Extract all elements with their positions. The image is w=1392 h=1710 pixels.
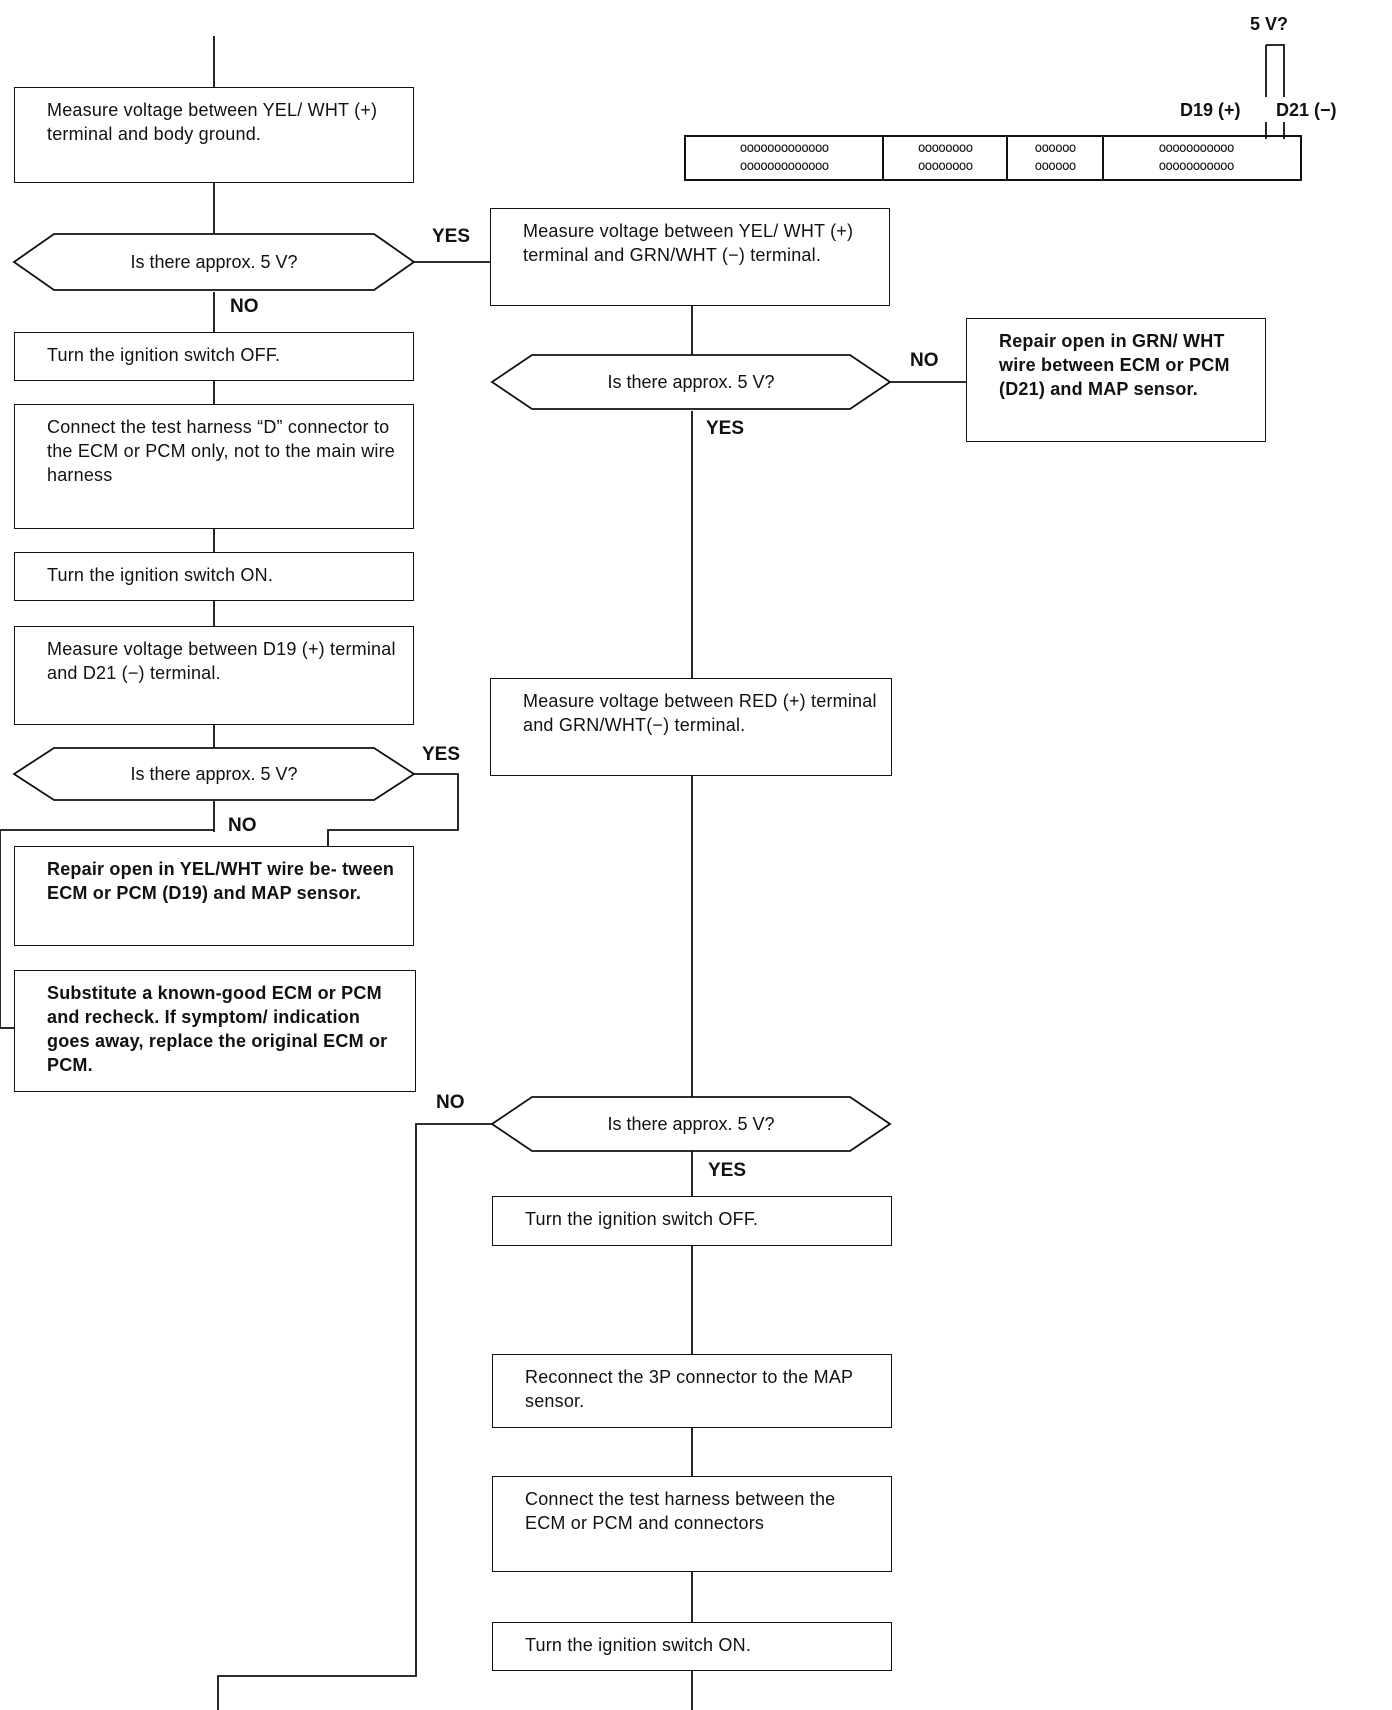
connector-pin-row: ooooooooooo — [1158, 159, 1234, 175]
no-label-decision-1: NO — [230, 296, 259, 317]
decision-1-text: Is there approx. 5 V? — [130, 252, 298, 272]
connector-segment-2: oooooooo oooooooo — [884, 137, 1008, 179]
connector-d21-label: D21 (−) — [1276, 100, 1337, 120]
measure-yel-wht-grn-wht-box: Measure voltage between YEL/ WHT (+) ter… — [490, 208, 890, 306]
no-label-decision-right-2: NO — [436, 1092, 465, 1113]
connector-pin-row: oooooo — [1034, 159, 1077, 175]
connector-pin-row: oooooo — [1034, 140, 1077, 156]
no-label-decision-2: NO — [228, 815, 257, 836]
connector-pin-row: ooooooooooooo — [739, 140, 830, 156]
repair-yel-wht-box: Repair open in YEL/WHT wire be- tween EC… — [14, 846, 414, 946]
reconnect-3p-box: Reconnect the 3P connector to the MAP se… — [492, 1354, 892, 1428]
connect-test-harness-between-box: Connect the test harness between the ECM… — [492, 1476, 892, 1572]
decision-shape-2 — [12, 747, 416, 801]
connector-segment-3: oooooo oooooo — [1008, 137, 1104, 179]
decision-shape-right-2 — [490, 1096, 892, 1152]
connect-test-harness-d-box: Connect the test harness “D” connector t… — [14, 404, 414, 529]
connector-pin-row: oooooooo — [917, 140, 974, 156]
substitute-ecm-box: Substitute a known-good ECM or PCM and r… — [14, 970, 416, 1092]
ign-on-box-1: Turn the ignition switch ON. — [14, 552, 414, 601]
connector-voltage-label: 5 V? — [1250, 14, 1289, 34]
connector-pin-row: oooooooo — [917, 159, 974, 175]
connector-pin-row: ooooooooooooo — [739, 159, 830, 175]
yes-label-decision-right-2: YES — [708, 1160, 747, 1181]
ign-on-box-2: Turn the ignition switch ON. — [492, 1622, 892, 1671]
connector-segment-1: ooooooooooooo ooooooooooooo — [686, 137, 884, 179]
measure-yel-wht-body-box: Measure voltage between YEL/ WHT (+) ter… — [14, 87, 414, 183]
decision-shape-right-1 — [490, 354, 892, 410]
ign-off-box-1: Turn the ignition switch OFF. — [14, 332, 414, 381]
measure-d19-d21-box: Measure voltage between D19 (+) terminal… — [14, 626, 414, 725]
yes-label-decision-1: YES — [432, 226, 471, 247]
connector-pin-row: ooooooooooo — [1158, 140, 1234, 156]
decision-shape-1 — [12, 233, 416, 291]
ign-off-box-2: Turn the ignition switch OFF. — [492, 1196, 892, 1246]
ecm-connector-diagram: ooooooooooooo ooooooooooooo oooooooo ooo… — [684, 135, 1302, 181]
yes-label-decision-2: YES — [422, 744, 461, 765]
connector-d19-label: D19 (+) — [1180, 100, 1241, 120]
no-label-decision-right-1: NO — [910, 350, 939, 371]
decision-right-1-text: Is there approx. 5 V? — [607, 372, 775, 392]
measure-red-grn-wht-box: Measure voltage between RED (+) terminal… — [490, 678, 892, 776]
decision-right-2-text: Is there approx. 5 V? — [607, 1114, 775, 1134]
yes-label-decision-right-1: YES — [706, 418, 745, 439]
repair-grn-wht-box: Repair open in GRN/ WHT wire between ECM… — [966, 318, 1266, 442]
connector-segment-4: ooooooooooo ooooooooooo — [1104, 137, 1288, 179]
decision-2-text: Is there approx. 5 V? — [130, 764, 298, 784]
